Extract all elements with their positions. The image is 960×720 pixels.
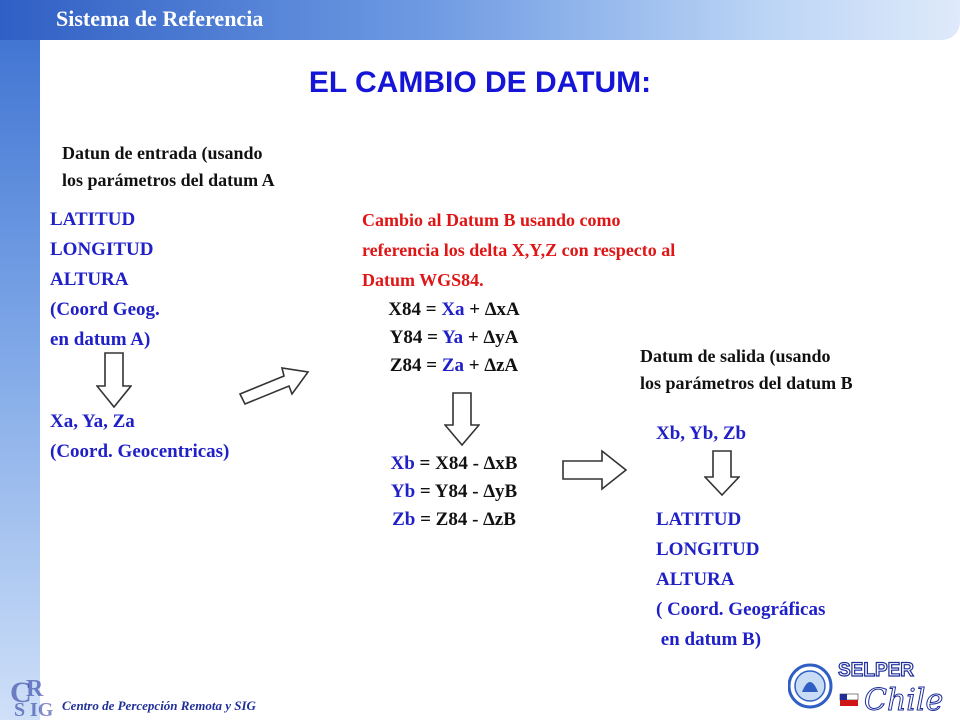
input-geocentric-line: (Coord. Geocentricas) <box>50 441 230 462</box>
right-arrow-icon <box>562 449 628 491</box>
svg-text:IG: IG <box>30 699 54 718</box>
diagonal-arrow-icon <box>238 367 310 406</box>
change-line: Cambio al Datum B usando como <box>362 210 621 230</box>
input-coordinates-list: LATITUD LONGITUD ALTURA (Coord Geog. en … <box>50 205 160 355</box>
selper-chile-logo: SELPER Chile <box>788 659 944 718</box>
equation-row: Zb = Z84 - ∆zB <box>392 509 516 530</box>
equation-row: Z84 = Za + ∆zA <box>389 355 519 376</box>
svg-text:S: S <box>14 699 25 718</box>
change-line: referencia los delta X,Y,Z con respecto … <box>362 240 676 260</box>
down-arrow-icon <box>96 352 132 408</box>
input-heading-line: Datun de entrada (usando <box>62 143 263 163</box>
output-heading-line: los parámetros del datum B <box>640 373 853 393</box>
equations-to-datum-b: Xb = X84 - ∆xB Yb = Y84 - ∆yB Zb = Z84 -… <box>362 450 546 534</box>
input-line: LONGITUD <box>50 239 154 260</box>
header-bar: Sistema de Referencia <box>0 0 960 40</box>
output-coordinates-list: LATITUD LONGITUD ALTURA ( Coord. Geográf… <box>656 505 825 655</box>
equation-row: Xb = X84 - ∆xB <box>390 453 518 474</box>
input-heading-line: los parámetros del datum A <box>62 170 275 190</box>
input-heading: Datun de entrada (usando los parámetros … <box>62 140 275 194</box>
output-line: ( Coord. Geográficas <box>656 599 826 620</box>
input-geocentric: Xa, Ya, Za (Coord. Geocentricas) <box>50 407 229 467</box>
crsig-logo: C R S IG <box>10 676 54 718</box>
input-line: (Coord Geog. <box>50 299 160 320</box>
equation-row: X84 = Xa + ∆xA <box>388 299 520 320</box>
output-line: ALTURA <box>656 569 735 590</box>
output-line: LATITUD <box>656 509 742 530</box>
left-sidebar-band <box>0 0 40 720</box>
down-arrow-icon <box>444 392 480 446</box>
output-line: en datum B) <box>656 629 762 650</box>
equation-row: Yb = Y84 - ∆yB <box>390 481 518 502</box>
change-description: Cambio al Datum B usando como referencia… <box>362 205 675 295</box>
output-heading: Datum de salida (usando los parámetros d… <box>640 343 853 397</box>
input-geocentric-line: Xa, Ya, Za <box>50 411 135 432</box>
footer-institution: Centro de Percepción Remota y SIG <box>62 698 256 713</box>
input-line: en datum A) <box>50 329 151 350</box>
input-line: LATITUD <box>50 209 136 230</box>
down-arrow-icon <box>704 450 740 496</box>
output-geocentric: Xb, Yb, Zb <box>656 423 747 444</box>
equation-row: Y84 = Ya + ∆yA <box>389 327 519 348</box>
svg-text:C: C <box>10 676 32 709</box>
input-line: ALTURA <box>50 269 129 290</box>
selper-word: SELPER <box>838 660 914 681</box>
chile-word: Chile <box>864 683 943 718</box>
equations-to-wgs84: X84 = Xa + ∆xA Y84 = Ya + ∆yA Z84 = Za +… <box>362 296 546 380</box>
page-title: EL CAMBIO DE DATUM: <box>308 66 652 99</box>
output-heading-line: Datum de salida (usando <box>640 346 831 366</box>
output-line: LONGITUD <box>656 539 760 560</box>
change-line: Datum WGS84. <box>362 270 484 290</box>
svg-text:R: R <box>26 676 44 702</box>
header-title: Sistema de Referencia <box>56 6 264 31</box>
